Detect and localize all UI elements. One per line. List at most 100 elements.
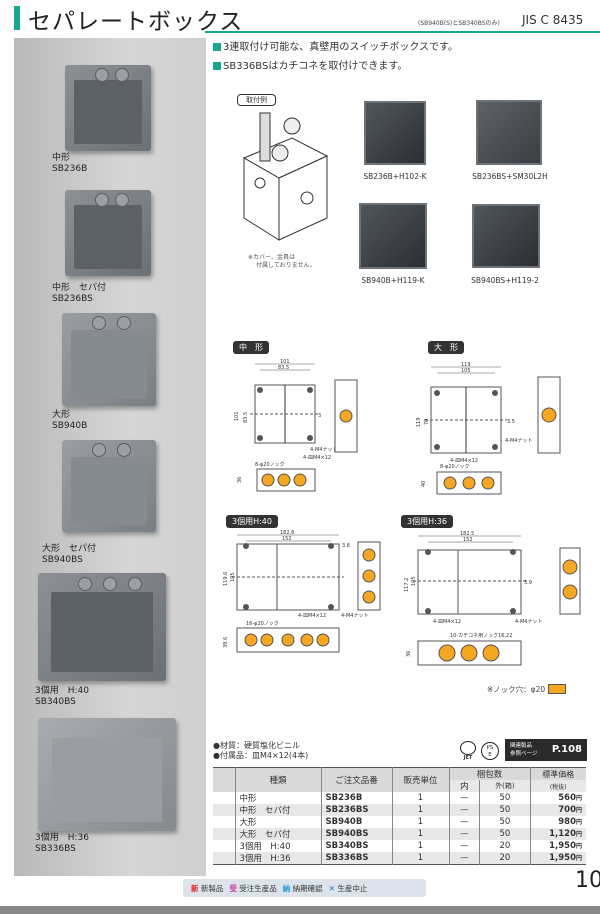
row-marker bbox=[213, 816, 235, 828]
dim-text: 105 bbox=[411, 576, 417, 586]
header-rule bbox=[205, 31, 600, 33]
product-image-sb336bs bbox=[38, 718, 176, 831]
cell-code: SB336BS bbox=[320, 852, 392, 865]
product-type: 中形 bbox=[52, 153, 71, 163]
cell-inner: — bbox=[448, 840, 480, 852]
dim-text: 3.8 bbox=[342, 543, 350, 549]
product-type: 3個用 H:40 bbox=[35, 686, 89, 696]
product-code: SB340BS bbox=[35, 697, 76, 707]
drawing-tag-large: 大 形 bbox=[428, 341, 464, 354]
cell-kind: 大形 bbox=[234, 816, 321, 828]
example-caption: SB940B+H119-K bbox=[361, 276, 425, 285]
dim-text: 4-皿M4×12 bbox=[450, 458, 478, 464]
accessory-spec: ●付属品：皿M4×12(4本) bbox=[213, 751, 309, 760]
table-row: 大形 SB940B 1 — 50 980円 bbox=[213, 816, 586, 828]
drawing-tag-medium: 中 形 bbox=[233, 341, 269, 354]
price-unit: 円 bbox=[575, 855, 582, 862]
specs: ●材質：硬質塩化ビニル ●付属品：皿M4×12(4本) bbox=[213, 741, 308, 761]
dim-text: 119.6 bbox=[223, 572, 229, 586]
example-photo bbox=[472, 204, 540, 268]
installation-illustration bbox=[242, 112, 329, 241]
price-unit: 円 bbox=[575, 795, 582, 802]
knock-color-swatch bbox=[547, 684, 566, 694]
standard: JIS C 8435 bbox=[522, 13, 584, 27]
related-label: 関連製品参照ページ bbox=[510, 742, 537, 758]
dim-text: 117.2 bbox=[404, 578, 410, 592]
header-code: ご注文品番 bbox=[320, 767, 392, 792]
related-page-number[interactable]: P.108 bbox=[551, 744, 582, 755]
price-value: 700 bbox=[558, 805, 576, 815]
product-type: 大形 セパ付 bbox=[42, 544, 97, 554]
note-line: ※カバー、金具は bbox=[248, 254, 295, 261]
cell-outer: 20 bbox=[479, 852, 530, 865]
cell-unit: 1 bbox=[391, 840, 449, 852]
dim-text: 105 bbox=[230, 572, 236, 582]
bullet-square-icon bbox=[213, 43, 221, 51]
cell-inner: — bbox=[448, 852, 480, 865]
example-photo bbox=[359, 203, 427, 269]
legend: 新 新製品受 受注生産品納 納期確認✕ 生産中止 bbox=[183, 879, 426, 897]
product-type: 中形 セパ付 bbox=[52, 283, 107, 293]
product-type: 大形 bbox=[52, 410, 71, 420]
cell-unit: 1 bbox=[391, 828, 449, 840]
dim-text: 101 bbox=[234, 411, 240, 421]
jet-label: JET bbox=[463, 755, 473, 761]
large-drawing: 119 105 119 70 3.5 4-M4ナット 4-皿M4×12 8-φ2… bbox=[416, 362, 561, 495]
related-label-2: 参照ページ bbox=[510, 751, 538, 757]
dim-text: 101 bbox=[280, 359, 290, 365]
dim-text: 4-皿M4×12 bbox=[303, 455, 331, 461]
cell-price: 1,120円 bbox=[529, 828, 586, 840]
price-unit: 円 bbox=[575, 819, 582, 826]
dim-text: 4-皿M4×12 bbox=[433, 619, 461, 625]
price-value: 1,950 bbox=[549, 841, 576, 851]
cell-code: SB340BS bbox=[320, 840, 392, 852]
h36-drawing: 182.5 152 117.2 105 3.9 4-皿M4×12 4-M4ナット… bbox=[404, 531, 581, 666]
dim-text: 83.5 bbox=[278, 365, 289, 371]
cell-kind: 中形 セパ付 bbox=[234, 804, 321, 816]
table-row: 中形 SB236B 1 — 50 560円 bbox=[213, 792, 586, 804]
cell-unit: 1 bbox=[391, 792, 449, 804]
legend-label: 生産中止 bbox=[337, 884, 368, 893]
cell-inner: — bbox=[448, 816, 480, 828]
cell-kind: 大形 セパ付 bbox=[234, 828, 321, 840]
h40-drawing: 182.6 152 119.6 105 3.8 4-皿M4×12 4-M4ナット… bbox=[223, 530, 381, 653]
cell-unit: 1 bbox=[391, 804, 449, 816]
dimension-drawings-bottom: 182.6 152 119.6 105 3.8 4-皿M4×12 4-M4ナット… bbox=[223, 530, 581, 666]
legend-label: 納期確認 bbox=[292, 884, 323, 893]
header-price: 標準価格 bbox=[529, 767, 586, 780]
example-tag: 取付例 bbox=[237, 94, 276, 106]
cell-kind: 3個用 H:40 bbox=[234, 840, 321, 852]
cell-code: SB236BS bbox=[320, 804, 392, 816]
price-table: 種類 ご注文品番 販売単位 梱包数 標準価格 内 外(箱) (税抜) 中形 SB… bbox=[213, 767, 586, 865]
dim-text: 16-φ20ノック bbox=[246, 621, 279, 627]
dim-text: 119 bbox=[461, 362, 471, 368]
example-caption: SB940BS+H119-2 bbox=[471, 276, 539, 285]
dim-text: 3 bbox=[318, 413, 321, 419]
product-code: SB940B bbox=[52, 421, 88, 431]
example-photo bbox=[364, 101, 426, 165]
product-code: SB940BS bbox=[42, 555, 83, 565]
note-line: 付属しておりません。 bbox=[256, 262, 316, 269]
dim-text: 8-φ20ノック bbox=[255, 462, 285, 468]
price-unit: 円 bbox=[575, 831, 582, 838]
dim-text: 4-M4ナット bbox=[505, 438, 532, 444]
product-image-sb940b bbox=[62, 313, 156, 406]
feature-text: 3連取付け可能な、真壁用のスイッチボックスです。 bbox=[223, 42, 459, 53]
legend-mark-icon: 受 bbox=[229, 884, 237, 893]
price-value: 1,120 bbox=[549, 829, 576, 839]
cell-price: 1,950円 bbox=[529, 852, 586, 865]
bullet-square-icon bbox=[213, 62, 221, 70]
header-pack: 梱包数 bbox=[448, 767, 530, 780]
dim-text: 8-φ20ノック bbox=[440, 464, 470, 470]
cell-outer: 50 bbox=[479, 828, 530, 840]
cell-inner: — bbox=[448, 804, 480, 816]
cell-outer: 50 bbox=[479, 804, 530, 816]
price-value: 980 bbox=[558, 817, 576, 827]
product-image-sb236b bbox=[65, 65, 151, 151]
row-marker bbox=[213, 804, 235, 816]
dim-text: 152 bbox=[282, 536, 292, 542]
pse-label: E bbox=[488, 752, 492, 758]
